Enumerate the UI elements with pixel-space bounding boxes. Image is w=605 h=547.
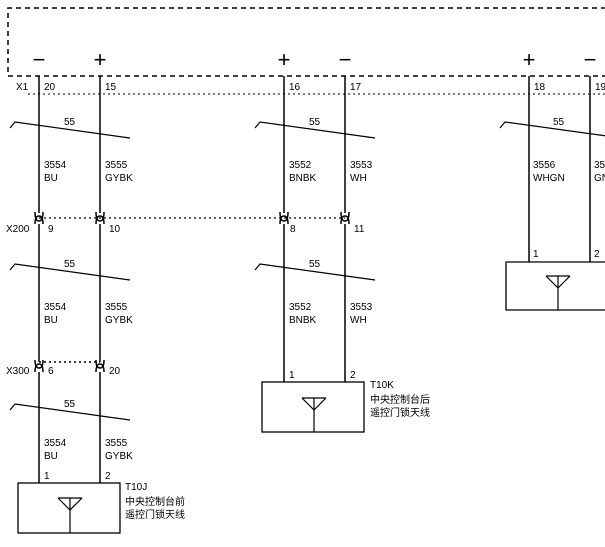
pin-number: 9 <box>48 224 54 235</box>
connector-pin <box>340 211 350 222</box>
bundle-slash <box>254 121 376 139</box>
wire-size-label: 55 <box>64 399 76 410</box>
pin-number: 6 <box>48 366 54 377</box>
antenna-module-t10k <box>261 381 365 433</box>
antenna-name-line1: 中央控制台后 <box>370 393 430 406</box>
top-module-border <box>7 7 605 77</box>
connector-pin <box>279 215 289 225</box>
wire-id: 3554 <box>44 438 67 449</box>
bundle-slash <box>9 263 131 281</box>
pin-number: 8 <box>290 224 296 235</box>
polarity-symbol: − <box>33 47 46 72</box>
connector-pin <box>95 215 105 225</box>
pin-number: 18 <box>534 82 546 93</box>
polarity-symbol: + <box>94 47 107 72</box>
connector-label-x300: X300 <box>6 366 30 377</box>
wire-id: 3554 <box>44 302 67 313</box>
wire-color: GYBK <box>105 315 133 326</box>
wire-size-label: 55 <box>553 117 565 128</box>
wire-color: WH <box>350 173 367 184</box>
polarity-symbol: + <box>523 47 536 72</box>
wire-id: 3556 <box>533 160 556 171</box>
wire-id: 3555 <box>105 302 128 313</box>
bundle-slash <box>499 121 605 137</box>
bundle-slash <box>254 263 376 281</box>
pin-number: 1 <box>289 370 295 381</box>
wire-size-label: 55 <box>64 259 76 270</box>
antenna-module-t10j <box>17 482 121 534</box>
wire-id: 3552 <box>289 160 312 171</box>
antenna-code: T10J <box>125 482 147 493</box>
connector-pin <box>95 211 105 222</box>
polarity-symbol: − <box>584 47 597 72</box>
wire-color: BU <box>44 315 58 326</box>
antenna-name-line1: 中央控制台前 <box>125 495 185 508</box>
wire-id: 3552 <box>289 302 312 313</box>
wire-color: BNBK <box>289 173 317 184</box>
pin-number: 2 <box>350 370 356 381</box>
wire-color: GYBK <box>105 451 133 462</box>
wire-color: BU <box>44 173 58 184</box>
connector-pin <box>34 215 44 225</box>
wire-id: 35 <box>594 160 605 171</box>
wire-id: 3555 <box>105 160 128 171</box>
antenna-name-line2: 遥控门锁天线 <box>125 508 185 521</box>
wire-color: BNBK <box>289 315 317 326</box>
connector-pin <box>34 363 44 373</box>
pin-number: 19 <box>595 82 605 93</box>
pin-number: 20 <box>44 82 56 93</box>
wire-color: WH <box>350 315 367 326</box>
wire-size-label: 55 <box>309 117 321 128</box>
wire-color: WHGN <box>533 173 565 184</box>
polarity-symbol: − <box>339 47 352 72</box>
connector-pin <box>34 211 44 222</box>
pin-number: 20 <box>109 366 121 377</box>
antenna-code: T10K <box>370 380 394 391</box>
wire-color: GN <box>594 173 605 184</box>
connector-pin <box>95 363 105 373</box>
connector-pin <box>34 359 44 369</box>
polarity-symbol: + <box>278 47 291 72</box>
pin-number: 17 <box>350 82 362 93</box>
connector-label-x1: X1 <box>16 82 29 93</box>
wire-size-label: 55 <box>309 259 321 270</box>
connector-pin <box>340 215 350 225</box>
antenna-module-right <box>505 261 605 311</box>
pin-number: 16 <box>289 82 301 93</box>
connector-pin <box>95 359 105 369</box>
wire-color: BU <box>44 451 58 462</box>
connector-label-x200: X200 <box>6 224 30 235</box>
antenna-name-line2: 遥控门锁天线 <box>370 406 430 419</box>
wire-id: 3554 <box>44 160 67 171</box>
pin-number: 2 <box>594 249 600 260</box>
wire-id: 3553 <box>350 160 373 171</box>
pin-number: 15 <box>105 82 117 93</box>
pin-number: 10 <box>109 224 121 235</box>
bundle-slash <box>9 121 131 139</box>
pin-number: 1 <box>44 471 50 482</box>
wire-id: 3553 <box>350 302 373 313</box>
pin-number: 1 <box>533 249 539 260</box>
wire-color: GYBK <box>105 173 133 184</box>
pin-number: 11 <box>354 224 365 235</box>
wire-size-label: 55 <box>64 117 76 128</box>
pin-number: 2 <box>105 471 111 482</box>
bundle-slash <box>9 403 131 421</box>
connector-pin <box>279 211 289 222</box>
wire-id: 3555 <box>105 438 128 449</box>
